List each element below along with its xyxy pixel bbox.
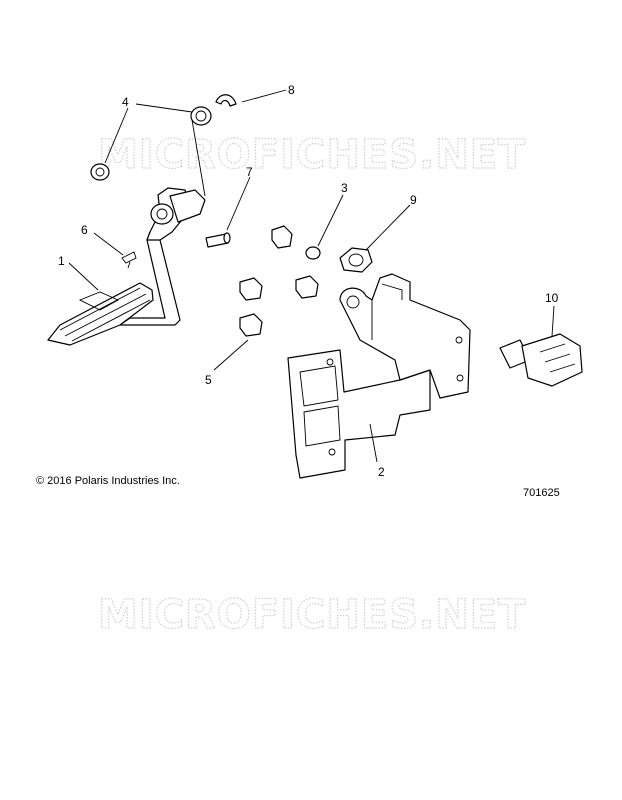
bushing-nuts	[239, 225, 319, 337]
pivot-pin	[205, 232, 231, 248]
watermark-top: MICROFICHES.NET	[98, 132, 526, 178]
callout-1: 1	[58, 254, 65, 268]
callout-7: 7	[246, 165, 253, 179]
copyright-text: © 2016 Polaris Industries Inc.	[36, 475, 180, 487]
retaining-clip	[215, 94, 237, 107]
diagram-number: 701625	[523, 487, 560, 499]
callout-9: 9	[410, 193, 417, 207]
callout-3: 3	[341, 181, 348, 195]
brake-switch	[499, 333, 583, 387]
washer	[305, 246, 321, 260]
callout-10: 10	[545, 291, 559, 305]
callout-6: 6	[81, 223, 88, 237]
cotter-pin	[121, 251, 137, 269]
hex-nut	[339, 247, 373, 273]
callout-2: 2	[378, 465, 385, 479]
brake-pedal	[47, 163, 206, 346]
mounting-bracket	[287, 273, 471, 479]
callout-8: 8	[288, 83, 295, 97]
leader-lines	[68, 89, 555, 463]
callout-5: 5	[205, 373, 212, 387]
watermark-bottom: MICROFICHES.NET	[98, 592, 526, 638]
pedal-bushing	[190, 106, 212, 126]
callout-4: 4	[122, 95, 129, 109]
